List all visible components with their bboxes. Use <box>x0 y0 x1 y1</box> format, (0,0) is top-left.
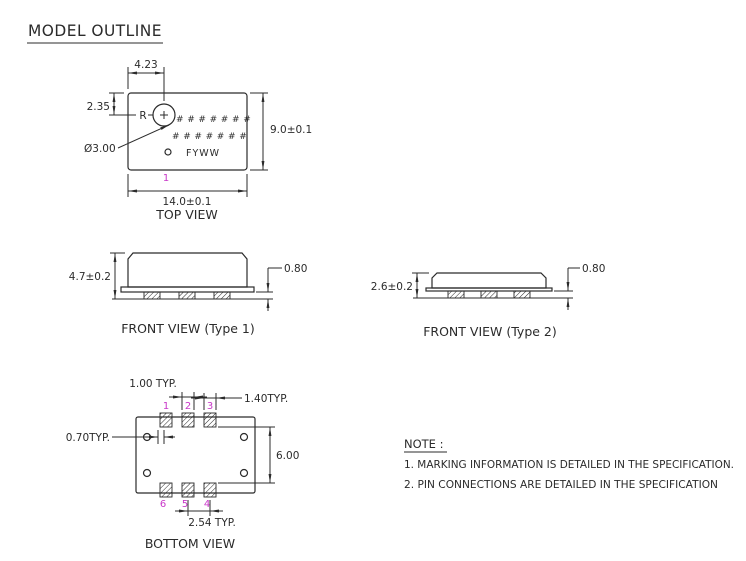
top-view-label: TOP VIEW <box>155 207 217 222</box>
dim-text: 14.0±0.1 <box>163 196 212 208</box>
leader-line <box>117 124 170 149</box>
pad-pin6 <box>159 482 173 498</box>
front-view-type2: 2.6±0.2 0.80 FRONT VIEW (Type 2) <box>371 263 606 339</box>
dim-text: 2.35 <box>87 101 110 113</box>
package-base <box>425 287 553 292</box>
note-block: NOTE : 1. MARKING INFORMATION IS DETAILE… <box>404 437 734 491</box>
dim-text: 2.6±0.2 <box>371 281 413 293</box>
note-item-2: 2. PIN CONNECTIONS ARE DETAILED IN THE S… <box>404 479 718 491</box>
solder-pad <box>143 291 161 300</box>
pin3-label: 3 <box>207 401 213 412</box>
pad-pin2 <box>181 412 195 428</box>
top-view: R # # # # # # # # # # # # # # FYWW 1 4.2… <box>84 59 312 222</box>
note-item-1: 1. MARKING INFORMATION IS DETAILED IN TH… <box>404 459 734 471</box>
pad-pin1 <box>159 412 173 428</box>
bottom-view: 1 2 3 6 5 4 1.00 TYP. 1.40TYP. 0.70T <box>66 378 300 551</box>
marking-row-2: # # # # # # # <box>172 132 247 142</box>
dim-pad-offset: 0.70TYP. <box>66 430 175 444</box>
dim-text: 0.70TYP. <box>66 432 110 444</box>
solder-pad <box>213 291 231 300</box>
standoff-circle <box>239 432 249 442</box>
dim-text: 6.00 <box>276 450 299 462</box>
solder-pad <box>178 291 196 300</box>
package-outline-bottom <box>135 416 256 494</box>
dim-row-gap: 6.00 <box>218 426 299 484</box>
pin2-label: 2 <box>185 401 191 412</box>
standoff-circle <box>239 468 249 478</box>
solder-pad <box>480 290 498 299</box>
pin5-label: 5 <box>182 499 188 510</box>
dim-package-height: 9.0±0.1 <box>250 92 312 171</box>
dim-text: 9.0±0.1 <box>270 124 312 136</box>
marking-date-code: FYWW <box>186 148 220 159</box>
dim-pad-height-type1: 0.80 <box>256 263 307 311</box>
note-heading: NOTE : <box>404 437 443 451</box>
front-view-type2-label: FRONT VIEW (Type 2) <box>423 324 557 339</box>
solder-pad <box>447 290 465 299</box>
pad-pin4 <box>203 482 217 498</box>
dim-pad-width: 1.00 TYP. <box>129 378 207 410</box>
dim-text: 4.7±0.2 <box>69 271 111 283</box>
pad-pin5 <box>181 482 195 498</box>
dim-text: 1.40TYP. <box>244 393 288 405</box>
dim-text: 2.54 TYP. <box>188 517 236 529</box>
solder-pad <box>513 290 531 299</box>
pin4-label: 4 <box>204 499 210 510</box>
dim-text: Ø3.00 <box>84 143 116 155</box>
pin1-label: 1 <box>163 401 169 412</box>
dim-package-width: 14.0±0.1 <box>127 174 248 208</box>
front-view-type1-label: FRONT VIEW (Type 1) <box>121 321 255 336</box>
package-outline-top <box>127 92 248 171</box>
dim-text: 0.80 <box>284 263 307 275</box>
pin6-label: 6 <box>160 499 166 510</box>
marking-row-1: # # # # # # # <box>176 115 251 125</box>
package-body-outline <box>431 272 547 289</box>
front-view-type1: 4.7±0.2 0.80 FRONT VIEW (Type 1) <box>69 252 307 336</box>
dim-height-type2: 2.6±0.2 <box>371 272 429 298</box>
standoff-circle <box>142 468 152 478</box>
dim-text: 1.00 TYP. <box>129 378 177 390</box>
page-title: MODEL OUTLINE <box>28 21 162 40</box>
dim-pad-height-type2: 0.80 <box>554 263 605 310</box>
r-mark-label: R <box>139 110 146 122</box>
pad-pin3 <box>203 412 217 428</box>
dim-text: 0.80 <box>582 263 605 275</box>
dim-circle-offset-y: 2.35 <box>87 92 136 116</box>
dim-height-type1: 4.7±0.2 <box>69 252 125 299</box>
package-body-outline <box>127 252 248 288</box>
dim-pitch: 2.54 TYP. <box>175 500 236 529</box>
marking-dot <box>164 148 172 156</box>
pin1-label-top-view: 1 <box>163 173 169 184</box>
dim-text: 4.23 <box>134 59 157 71</box>
dim-pad-height: 1.40TYP. <box>191 393 288 410</box>
dim-circle-offset-x: 4.23 <box>127 59 165 101</box>
bottom-view-label: BOTTOM VIEW <box>145 536 235 551</box>
dim-circle-diameter: Ø3.00 <box>84 124 170 155</box>
package-base <box>120 286 255 293</box>
